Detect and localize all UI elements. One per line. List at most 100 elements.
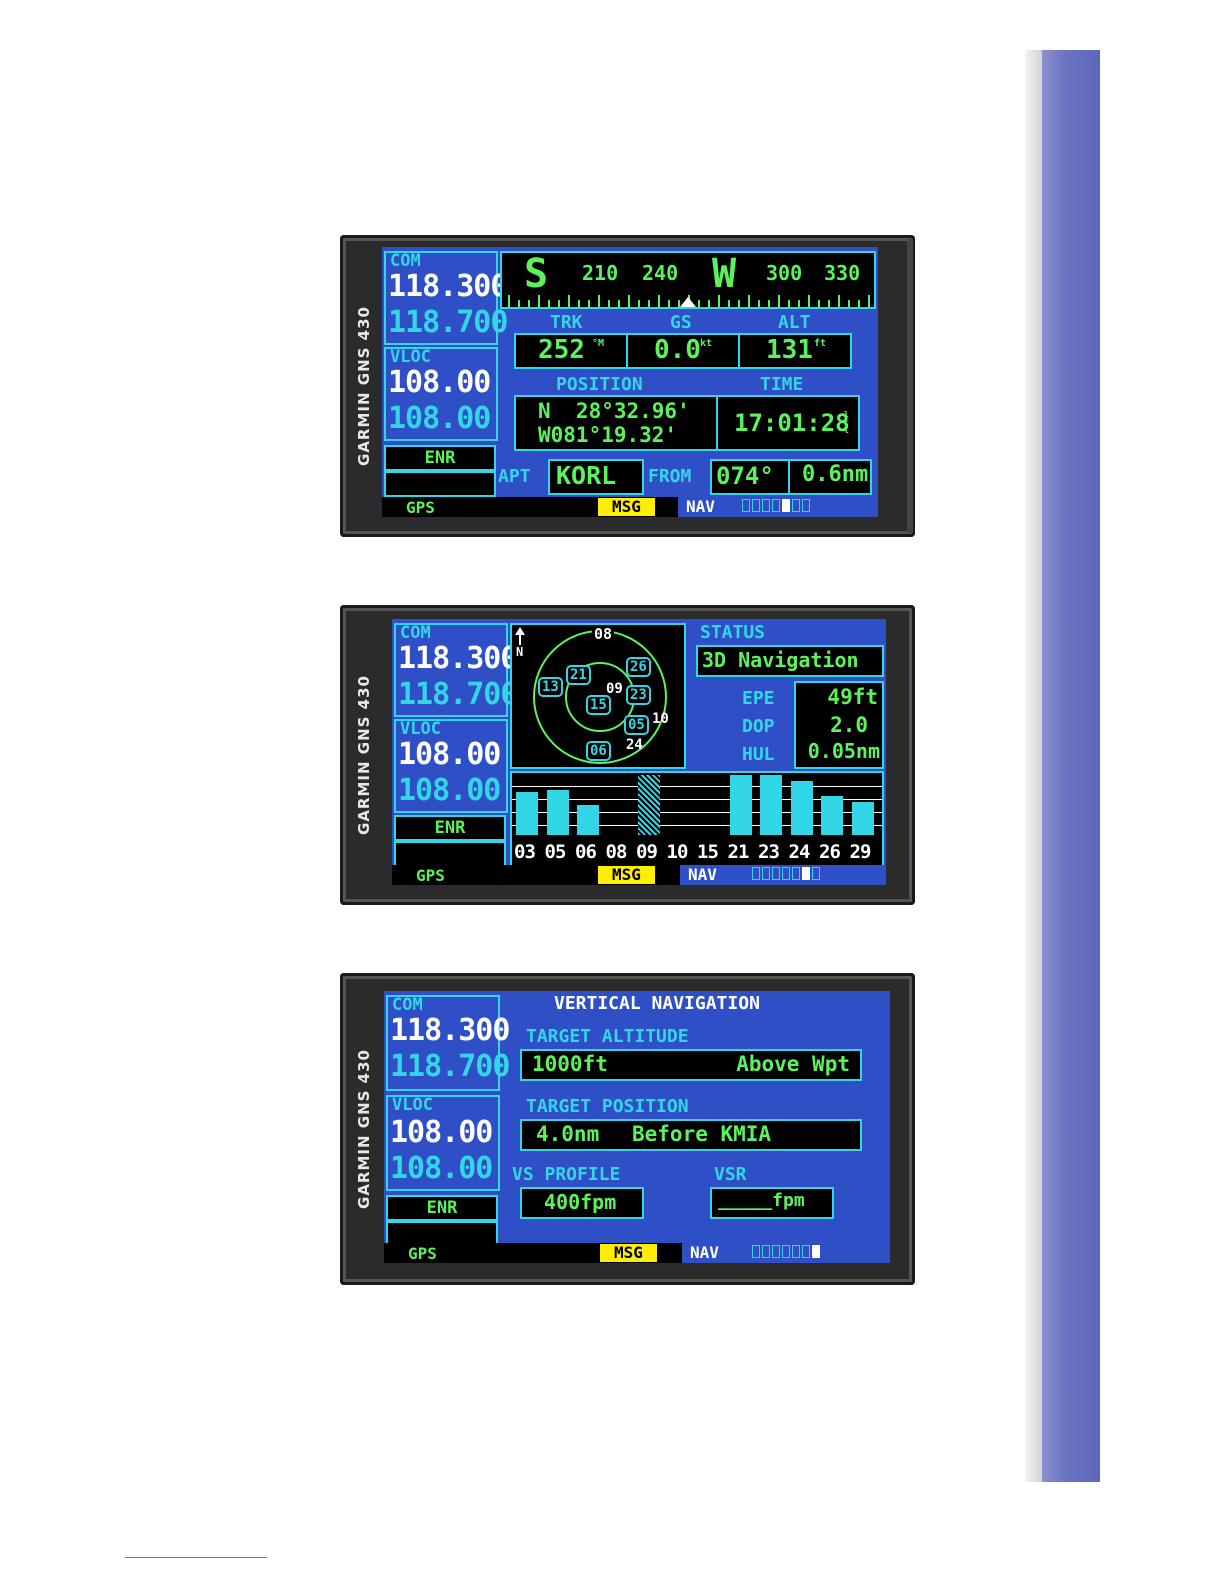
chapter-tab-strip xyxy=(1042,50,1100,1482)
com-box[interactable]: COM 118.300 118.700 xyxy=(386,995,510,1091)
target-position-field[interactable]: 4.0nm Before KMIA xyxy=(520,1119,862,1151)
compass-tick xyxy=(678,300,680,307)
compass-tick xyxy=(818,300,820,307)
compass-tick xyxy=(708,300,710,307)
compass-tick xyxy=(698,300,700,307)
footer-rule xyxy=(125,1557,267,1558)
vnav-screen: COM 118.300 118.700 VLOC 108.00 108.00 E… xyxy=(384,991,890,1263)
vloc-standby-freq: 108.00 xyxy=(398,773,501,808)
compass-ticks xyxy=(502,293,874,307)
compass-tick xyxy=(728,300,730,307)
compass-tick xyxy=(858,300,860,307)
status-bar: GPS MSG NAV xyxy=(392,865,886,885)
vloc-active-freq: 108.00 xyxy=(390,1115,493,1150)
sat-05: 05 xyxy=(624,715,649,735)
garmin-brand: GARMIN GNS 430 xyxy=(350,605,378,905)
epe-label: EPE xyxy=(742,688,775,709)
cdi-segment xyxy=(782,499,790,512)
signal-bar xyxy=(790,781,813,835)
alt-value: 131 xyxy=(766,335,813,365)
heading-pointer-icon xyxy=(680,297,696,307)
msg-annunciator[interactable]: MSG xyxy=(598,498,655,516)
com-active-freq: 118.300 xyxy=(388,269,508,304)
dist-value: 0.6nm xyxy=(802,462,869,487)
com-standby-freq: 118.700 xyxy=(388,305,508,340)
brand-text: GARMIN GNS 430 xyxy=(355,675,373,835)
status-bar: GPS MSG NAV xyxy=(384,1243,890,1263)
cdi-segment xyxy=(752,1245,760,1258)
msg-annunciator[interactable]: MSG xyxy=(598,866,655,884)
gps-indicator: GPS xyxy=(416,866,445,885)
mode-blank xyxy=(394,841,506,867)
signal-bar xyxy=(546,790,569,835)
cdi-segment xyxy=(772,1245,780,1258)
divider xyxy=(788,461,790,493)
cdi-segment xyxy=(762,1245,770,1258)
signal-bar-label: 06 xyxy=(575,841,597,863)
gps-indicator: GPS xyxy=(408,1244,437,1263)
target-altitude-field[interactable]: 1000ft Above Wpt xyxy=(520,1049,862,1081)
status-label: STATUS xyxy=(700,622,766,643)
vloc-standby-freq: 108.00 xyxy=(388,401,491,436)
compass-tick xyxy=(668,300,670,307)
divider xyxy=(626,335,628,367)
nav-indicator: NAV xyxy=(678,497,878,517)
compass-tick xyxy=(518,300,520,307)
target-position-label: TARGET POSITION xyxy=(526,1096,689,1117)
vs-profile-field[interactable]: 400fpm xyxy=(520,1187,644,1219)
nav-screen: COM 118.300 118.700 VLOC 108.00 108.00 E… xyxy=(382,247,878,517)
compass-tick xyxy=(848,300,850,307)
compass-tick xyxy=(558,300,560,307)
cdi-segment xyxy=(752,499,760,512)
gns430-unit-satellite: GARMIN GNS 430 COM 118.300 118.700 VLOC … xyxy=(340,605,915,905)
compass-tick xyxy=(508,295,510,307)
north-indicator: N xyxy=(516,645,524,659)
nav-indicator: NAV xyxy=(680,865,886,885)
compass-tick xyxy=(528,300,530,307)
cdi-segment xyxy=(782,867,790,880)
signal-bar xyxy=(516,791,538,835)
vloc-box[interactable]: VLOC 108.00 108.00 xyxy=(394,719,508,813)
brand-text: GARMIN GNS 430 xyxy=(355,1049,373,1209)
msg-annunciator[interactable]: MSG xyxy=(600,1244,657,1262)
status-bar: GPS MSG NAV xyxy=(382,497,878,517)
vloc-box[interactable]: VLOC 108.00 108.00 xyxy=(384,347,498,441)
com-box[interactable]: COM 118.300 118.700 xyxy=(384,251,508,345)
com-standby-freq: 118.700 xyxy=(390,1049,510,1084)
com-box[interactable]: COM 118.300 118.700 xyxy=(394,623,518,717)
cdi-segment xyxy=(772,499,780,512)
position-box: N 28°32.96' W081°19.32' xyxy=(514,395,718,451)
compass-tick xyxy=(788,300,790,307)
accuracy-box: 49ft 2.0 0.05nm xyxy=(794,681,884,769)
compass-tick xyxy=(618,300,620,307)
cdi-segment xyxy=(792,867,800,880)
signal-bar-label: 09 xyxy=(636,841,658,863)
compass-tick xyxy=(538,295,540,307)
cdi-segment xyxy=(772,867,780,880)
trk-label: TRK xyxy=(550,312,583,333)
nav-indicator: NAV xyxy=(682,1243,890,1263)
com-standby-freq: 118.700 xyxy=(398,677,518,712)
gns430-unit-nav: GARMIN GNS 430 COM 118.300 118.700 VLOC … xyxy=(340,235,915,537)
com-active-freq: 118.300 xyxy=(398,641,518,676)
target-position-ref: Before KMIA xyxy=(632,1122,772,1146)
vloc-box[interactable]: VLOC 108.00 108.00 xyxy=(386,1095,500,1191)
compass-tick xyxy=(608,300,610,307)
mode-annunciator: ENR xyxy=(426,1198,458,1218)
vloc-active-freq: 108.00 xyxy=(398,737,501,772)
sat-10: 10 xyxy=(652,711,669,727)
gs-value: 0.0 xyxy=(654,335,701,365)
signal-bar xyxy=(638,775,660,835)
cdi-segment xyxy=(792,499,800,512)
cdi-segment xyxy=(792,1245,800,1258)
garmin-brand: GARMIN GNS 430 xyxy=(350,973,378,1285)
com-label: COM xyxy=(390,251,421,271)
sat-21: 21 xyxy=(566,665,591,685)
sat-26: 26 xyxy=(626,657,651,677)
compass-tick xyxy=(658,295,660,307)
grid-line xyxy=(512,799,882,800)
compass-tick xyxy=(808,295,810,307)
brand-text: GARMIN GNS 430 xyxy=(355,306,373,466)
trk-value: 252 xyxy=(538,335,585,365)
